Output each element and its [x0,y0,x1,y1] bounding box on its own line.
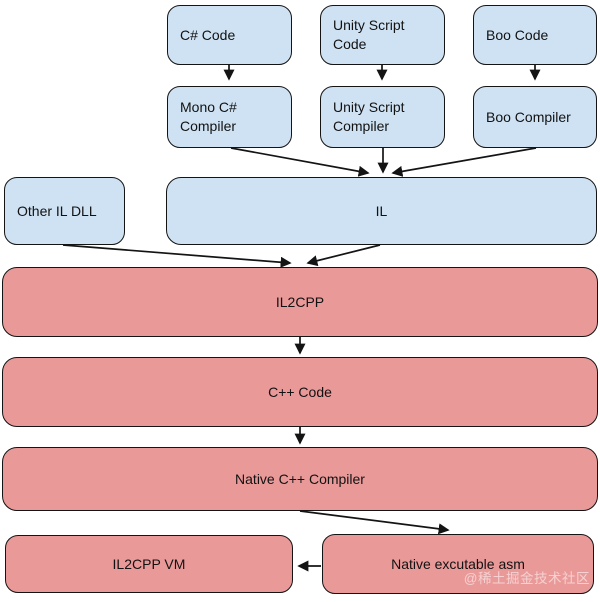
node-native-cpp-compiler-label: Native C++ Compiler [235,470,365,487]
node-native-cpp-compiler: Native C++ Compiler [2,447,598,511]
node-il2cpp-label: IL2CPP [275,293,325,310]
node-il-label: IL [375,202,388,219]
node-cpp-code-label: C++ Code [268,383,332,400]
node-unity-script-code-label: Unity Script Code [333,17,405,52]
node-boo-code-label: Boo Code [486,26,549,43]
node-native-executable-asm-label: Native excutable asm [391,555,525,572]
node-boo-compiler-label: Boo Compiler [486,108,571,125]
node-other-il-dll-label: Other IL DLL [17,202,97,219]
node-unity-script-compiler-label: Unity Script Compiler [333,99,405,134]
node-mono-csharp-compiler-label: Mono C# Compiler [180,99,237,134]
node-il: IL [166,177,597,245]
node-il2cpp: IL2CPP [2,267,598,337]
node-csharp-code: C# Code [167,5,292,65]
node-csharp-code-label: C# Code [180,26,236,43]
node-cpp-code: C++ Code [2,357,598,427]
node-other-il-dll: Other IL DLL [4,177,125,245]
arrow-il-to-il2cpp [306,244,381,267]
arrow-boo-compiler-to-il [391,147,537,177]
node-unity-script-compiler: Unity Script Compiler [320,86,445,148]
node-il2cpp-vm-label: IL2CPP VM [112,555,186,572]
arrow-other-il-dll-to-il2cpp [62,244,292,268]
arrow-mono-compiler-to-il [230,147,370,177]
node-boo-code: Boo Code [473,5,597,65]
arrow-native-compiler-to-asm [299,510,450,535]
node-mono-csharp-compiler: Mono C# Compiler [167,86,292,148]
node-native-executable-asm: Native excutable asm [322,534,594,594]
node-boo-compiler: Boo Compiler [473,86,597,148]
node-unity-script-code: Unity Script Code [320,5,445,65]
node-il2cpp-vm: IL2CPP VM [5,535,293,593]
